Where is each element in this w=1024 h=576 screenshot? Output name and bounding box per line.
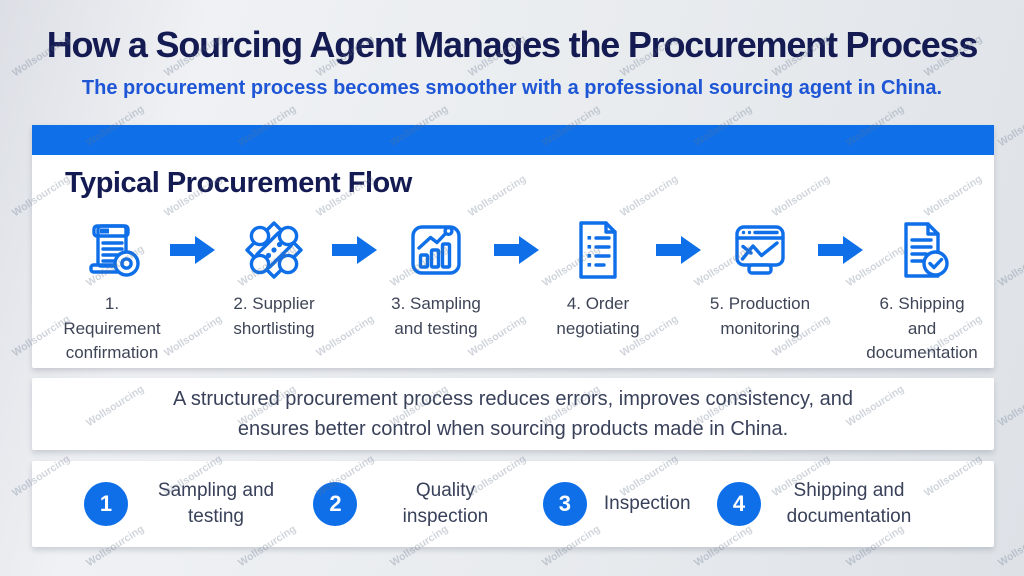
flow-step-label: 5. Production monitoring [709, 294, 811, 338]
note-panel: A structured procurement process reduces… [32, 378, 994, 450]
supplier-network-icon [245, 221, 303, 279]
watermark-text: Wollsourcing [996, 382, 1024, 430]
arrow-right-icon [494, 236, 539, 264]
flow-step-shipping-documentation: 6. Shipping and documentation [864, 218, 980, 366]
flow-step-label: 2. Supplier shortlisting [233, 294, 315, 338]
accent-bar [32, 125, 994, 155]
bar-chart-icon [411, 225, 461, 275]
flow-step-sampling-testing: 3. Sampling and testing [378, 218, 494, 341]
arrow-right-icon [170, 236, 215, 264]
page-subtitle: The procurement process becomes smoother… [81, 77, 943, 99]
summary-item-label: Sampling and testing [157, 480, 275, 527]
watermark-text: Wollsourcing [996, 102, 1024, 150]
watermark-text: Wollsourcing [996, 522, 1024, 570]
page-title: How a Sourcing Agent Manages the Procure… [46, 24, 979, 65]
step-number-badge: 3 [542, 482, 587, 526]
flow-step-label: 1. Requirement confirmation [63, 294, 161, 363]
summary-item-label: Inspection [603, 493, 691, 515]
summary-item-label: Shipping and documentation [786, 480, 912, 527]
step-number-badge: 4 [716, 482, 761, 526]
summary-item-label: Quality inspection [402, 480, 489, 527]
step-number-badge: 1 [84, 482, 128, 526]
note-text: A structured procurement process reduces… [173, 388, 853, 440]
step-number-badge: 2 [313, 482, 358, 526]
arrow-right-icon [332, 236, 377, 264]
summary-item-shipping-documentation: 4 Shipping and documentation [716, 478, 920, 529]
flow-step-supplier-shortlisting: 2. Supplier shortlisting [216, 218, 332, 341]
flow-step-label: 4. Order negotiating [556, 294, 640, 338]
flow-step-label: 3. Sampling and testing [391, 294, 481, 338]
flow-step-requirement-confirmation: 1. Requirement confirmation [54, 218, 170, 366]
flow-step-order-negotiating: 4. Order negotiating [540, 218, 656, 341]
summary-item-sampling-testing: 1 Sampling and testing [84, 478, 287, 529]
monitor-graph-icon [735, 225, 785, 275]
arrow-right-icon [818, 236, 863, 264]
procurement-flow-panel: Typical Procurement Flow 1. Requirement … [32, 125, 994, 368]
summary-item-inspection: 3 Inspection [542, 482, 691, 526]
flow-step-label: 6. Shipping and documentation [866, 294, 978, 363]
document-check-icon [904, 222, 949, 278]
document-seal-icon [89, 224, 140, 277]
flow-step-production-monitoring: 5. Production monitoring [702, 218, 818, 341]
summary-panel: 1 Sampling and testing 2 Quality inspect… [32, 461, 994, 547]
arrow-right-icon [656, 236, 701, 264]
flow-heading: Typical Procurement Flow [65, 167, 412, 199]
checklist-document-icon [579, 221, 617, 279]
watermark-text: Wollsourcing [996, 242, 1024, 290]
summary-item-quality-inspection: 2 Quality inspection [313, 478, 516, 529]
flow-steps-row: 1. Requirement confirmation 2. Suppl [54, 218, 980, 366]
